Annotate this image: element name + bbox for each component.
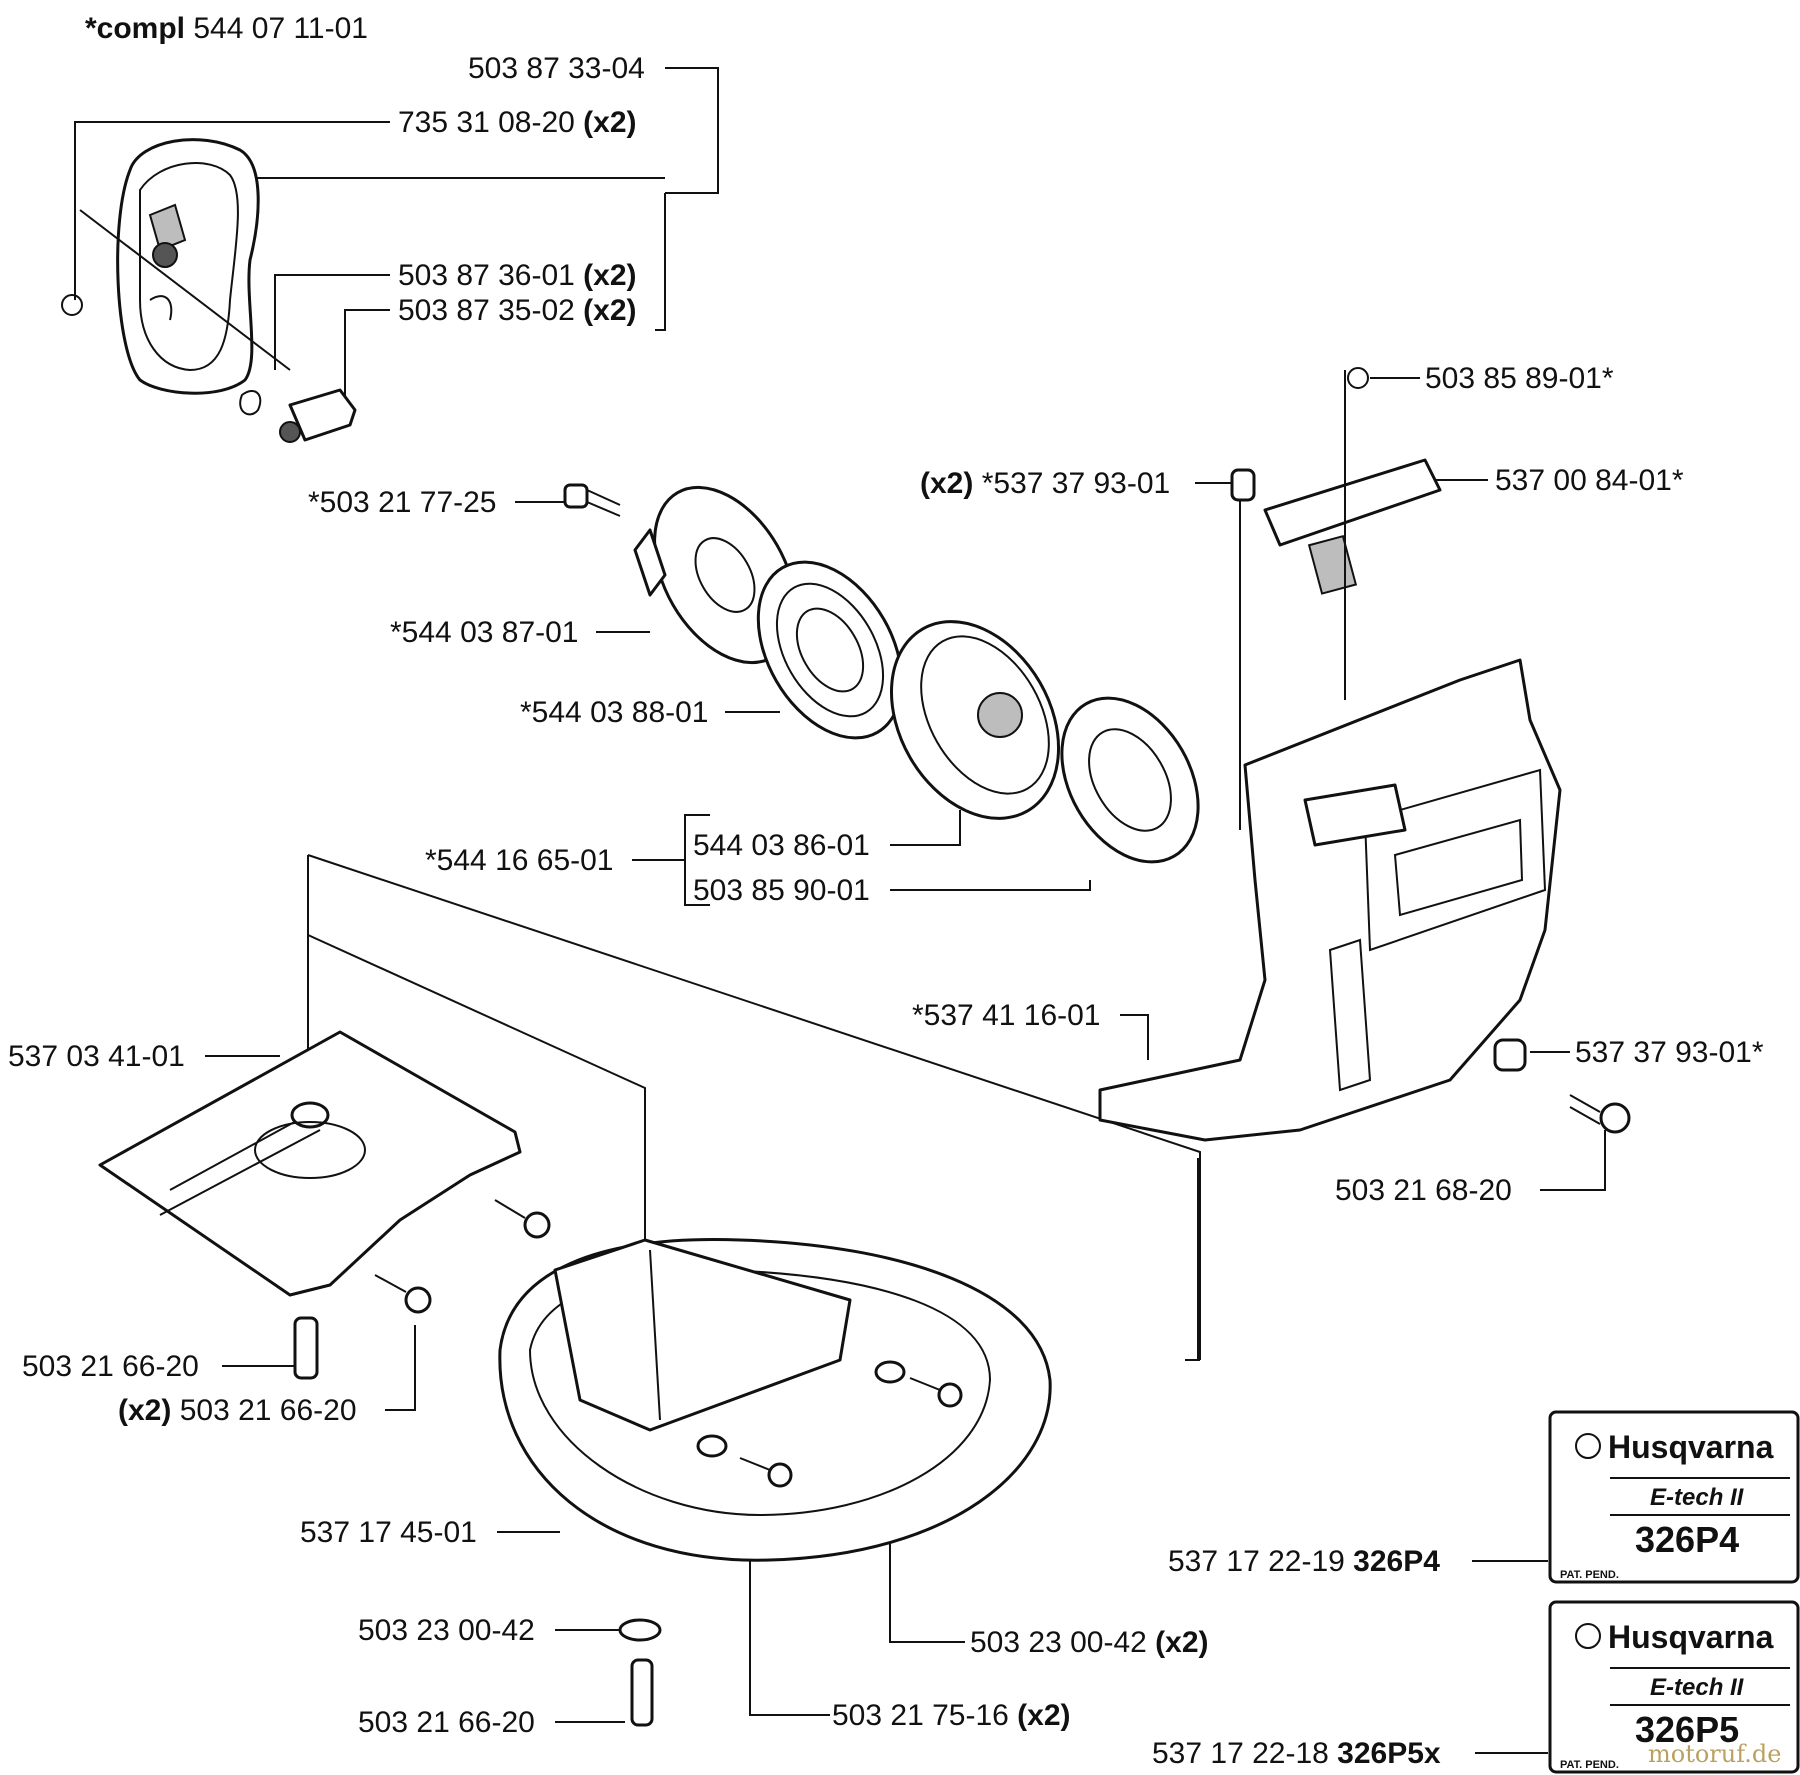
bushing-top (1230, 468, 1256, 502)
housing-bushing (1493, 1038, 1527, 1072)
housing-screw (1569, 1094, 1631, 1134)
svg-text:E-tech II: E-tech II (1650, 1484, 1745, 1511)
label-503-87-33-04: 503 87 33-04 (468, 52, 645, 85)
label-735-31-08-20: 735 31 08-20 (x2) (398, 106, 637, 139)
starter-bolt (563, 483, 621, 517)
svg-text:Husqvarna: Husqvarna (1608, 1619, 1774, 1655)
label-537-03-41-01: 537 03 41-01 (8, 1040, 185, 1073)
filter-knob (279, 388, 357, 443)
label-503-85-89-01: 503 85 89-01* (1425, 362, 1614, 395)
decal-326p4: Husqvarna E-tech II 326P4 PAT. PEND. (1548, 1410, 1800, 1584)
svg-text:Husqvarna: Husqvarna (1608, 1429, 1774, 1465)
starter-handle (1263, 367, 1442, 700)
label-544-03-88-01: *544 03 88-01 (520, 696, 709, 729)
label-503-85-90-01: 503 85 90-01 (693, 874, 870, 907)
recoil-spring (756, 560, 904, 740)
label-503-21-68-20: 503 21 68-20 (1335, 1174, 1512, 1207)
frame-screws (630, 1377, 963, 1727)
label-503-23-00-42-a: 503 23 00-42 (358, 1614, 535, 1647)
label-544-03-86-01: 544 03 86-01 (693, 829, 870, 862)
watermark: motoruf.de (1648, 1740, 1781, 1768)
svg-text:326P4: 326P4 (1635, 1519, 1739, 1560)
label-537-17-22-19: 537 17 22-19 326P4 (1168, 1545, 1440, 1578)
label-503-21-77-25: *503 21 77-25 (308, 486, 497, 519)
part-labels: *compl 544 07 11-01 503 87 33-04 735 31 … (8, 12, 1764, 1770)
label-537-17-45-01: 537 17 45-01 (300, 1516, 477, 1549)
label-544-03-87-01: *544 03 87-01 (390, 616, 579, 649)
spring-clip (239, 390, 262, 416)
rope-pulley (889, 620, 1061, 820)
label-503-23-00-42-b: 503 23 00-42 (x2) (970, 1626, 1209, 1659)
frame-washers (618, 1360, 906, 1642)
label-537-37-93-01-top: (x2) *537 37 93-01 (920, 467, 1170, 500)
svg-text:PAT. PEND.: PAT. PEND. (1560, 1569, 1619, 1581)
svg-text:326P5: 326P5 (1635, 1709, 1739, 1750)
label-503-21-66-20-b: (x2) 503 21 66-20 (118, 1394, 357, 1427)
label-544-16-65-01: *544 16 65-01 (425, 844, 614, 877)
air-filter-cover (79, 138, 291, 395)
label-503-21-66-20-c: 503 21 66-20 (358, 1706, 535, 1739)
starter-housing (1098, 658, 1562, 1142)
base-plate-screws (293, 1199, 551, 1380)
base-plate (98, 1030, 522, 1297)
label-503-87-36-01: 503 87 36-01 (x2) (398, 259, 637, 292)
label-503-21-75-16: 503 21 75-16 (x2) (832, 1699, 1071, 1732)
label-compl: *compl 544 07 11-01 (85, 12, 368, 45)
label-537-37-93-01-side: 537 37 93-01* (1575, 1036, 1764, 1069)
svg-text:PAT. PEND.: PAT. PEND. (1560, 1759, 1619, 1771)
filter-clip (61, 294, 83, 316)
label-537-41-16-01: *537 41 16-01 (912, 999, 1101, 1032)
starter-spring-cassette (1060, 696, 1200, 864)
decal-326p5: Husqvarna E-tech II 326P5 PAT. PEND. (1548, 1600, 1800, 1774)
handle-frame (498, 1238, 1052, 1562)
svg-text:E-tech II: E-tech II (1650, 1674, 1745, 1701)
label-537-17-22-18: 537 17 22-18 326P5x (1152, 1737, 1441, 1770)
label-503-87-35-02: 503 87 35-02 (x2) (398, 294, 637, 327)
label-503-21-66-20-a: 503 21 66-20 (22, 1350, 199, 1383)
label-537-00-84-01: 537 00 84-01* (1495, 464, 1684, 497)
